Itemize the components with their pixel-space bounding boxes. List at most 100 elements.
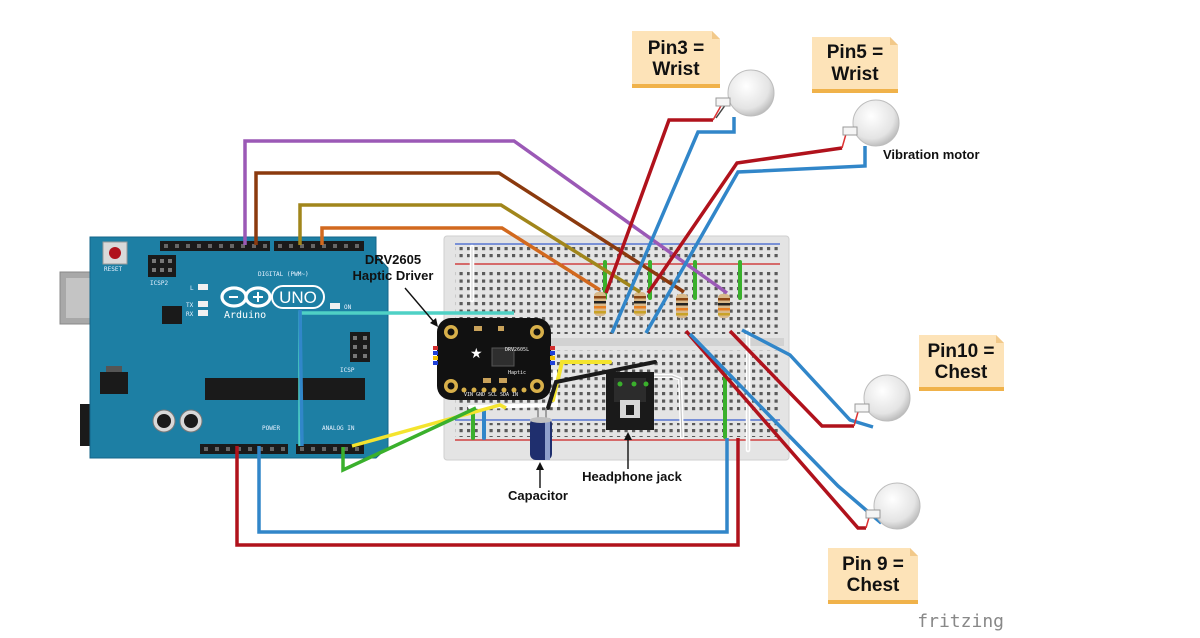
arduino-logo-icon bbox=[220, 286, 272, 308]
breakout-pin bbox=[501, 387, 507, 393]
wire-motor3-red bbox=[728, 329, 854, 428]
wire-motor3-blue bbox=[741, 328, 874, 429]
header-pin bbox=[311, 447, 315, 451]
vibration-motor-label: Vibration motor bbox=[883, 147, 980, 162]
header-pin bbox=[344, 244, 348, 248]
resistor-3 bbox=[676, 292, 688, 320]
arduino-brand-text: Arduino bbox=[224, 310, 266, 321]
header-pin bbox=[237, 447, 241, 451]
icsp-label: ICSP bbox=[340, 367, 355, 374]
header-pin bbox=[204, 447, 208, 451]
headphone-jack bbox=[606, 372, 654, 430]
wire-motor2-red bbox=[646, 146, 843, 294]
header-pin bbox=[300, 447, 304, 451]
header-pin bbox=[278, 244, 282, 248]
icsp2-label: ICSP2 bbox=[150, 280, 168, 287]
power-label: POWER bbox=[262, 425, 280, 432]
uno-logo-text: UNO bbox=[279, 288, 317, 307]
header-pin bbox=[333, 244, 337, 248]
driver-label-line2: Haptic Driver bbox=[353, 268, 434, 283]
header-pin bbox=[355, 447, 359, 451]
on-label: ON bbox=[344, 304, 352, 311]
resistor-1 bbox=[594, 290, 606, 318]
header-pin bbox=[197, 244, 201, 248]
svg-text:Chest: Chest bbox=[847, 575, 900, 596]
digital-header-left bbox=[160, 241, 270, 251]
wire-pin5-olive bbox=[298, 203, 641, 294]
wire-gnd-blue bbox=[257, 438, 729, 534]
header-pin bbox=[322, 244, 326, 248]
header-pin bbox=[259, 447, 263, 451]
header-pin bbox=[248, 447, 252, 451]
header-pin bbox=[186, 244, 190, 248]
breakout-pin bbox=[521, 387, 527, 393]
header-pin bbox=[322, 447, 326, 451]
resistor-4 bbox=[718, 292, 730, 320]
breakout-chip-label: DRV2605L bbox=[505, 347, 529, 353]
driver-label-line1: DRV2605 bbox=[365, 252, 421, 267]
pin-gnd: GND bbox=[476, 392, 485, 398]
wire-motor4-red bbox=[684, 329, 866, 530]
breakout-pin bbox=[511, 387, 517, 393]
resistor-2 bbox=[634, 290, 646, 318]
breakout-sub-label: Haptic bbox=[508, 370, 526, 376]
resistors bbox=[594, 290, 730, 320]
analog-label: ANALOG IN bbox=[322, 425, 355, 432]
header-pin bbox=[333, 447, 337, 451]
capacitor bbox=[530, 408, 552, 460]
header-pin bbox=[241, 244, 245, 248]
svg-text:Pin5 =: Pin5 = bbox=[827, 42, 884, 63]
svg-text:Wrist: Wrist bbox=[831, 64, 879, 85]
rx-label: RX bbox=[186, 311, 194, 318]
breakout-pin bbox=[481, 387, 487, 393]
header-pin bbox=[226, 447, 230, 451]
header-pin bbox=[252, 244, 256, 248]
digital-label: DIGITAL (PWM~) bbox=[258, 271, 309, 278]
note-pin10-chest: Pin10 = Chest bbox=[919, 335, 1004, 391]
analog-header bbox=[296, 444, 364, 454]
breakout-pin bbox=[461, 387, 467, 393]
header-pin bbox=[215, 447, 219, 451]
reset-label: RESET bbox=[104, 266, 122, 273]
header-pin bbox=[219, 244, 223, 248]
breakout-pin bbox=[491, 387, 497, 393]
pin-scl: SCL bbox=[488, 392, 497, 398]
wire-pin11-purple bbox=[243, 139, 729, 295]
wire-pin3-orange bbox=[320, 226, 601, 292]
header-pin bbox=[164, 244, 168, 248]
vibration-motor-1 bbox=[712, 69, 775, 121]
wire-pin10-brown bbox=[254, 171, 685, 294]
svg-text:Wrist: Wrist bbox=[652, 59, 700, 80]
header-pin bbox=[208, 244, 212, 248]
svg-text:Chest: Chest bbox=[935, 362, 988, 383]
capacitor-label: Capacitor bbox=[508, 488, 568, 503]
capacitor-arrow bbox=[536, 462, 544, 488]
header-pin bbox=[289, 244, 293, 248]
headphone-jack-label: Headphone jack bbox=[582, 469, 682, 484]
wire-a4-yellow bbox=[351, 403, 507, 448]
header-pin bbox=[270, 447, 274, 451]
wire-a5-green bbox=[341, 406, 477, 473]
pin-sda: SDA bbox=[500, 392, 509, 398]
vibration-motor-3 bbox=[853, 374, 911, 427]
headphone-arrow bbox=[624, 432, 632, 469]
wire-motor1-red bbox=[604, 118, 713, 294]
svg-text:Pin 9 =: Pin 9 = bbox=[842, 554, 904, 575]
pin-in: IN bbox=[512, 392, 518, 398]
header-pin bbox=[311, 244, 315, 248]
header-pin bbox=[175, 244, 179, 248]
header-pin bbox=[355, 244, 359, 248]
header-pin bbox=[263, 244, 267, 248]
header-pin bbox=[281, 447, 285, 451]
driver-arrow bbox=[404, 287, 438, 327]
vibration-motor-4 bbox=[865, 482, 921, 530]
tx-label: TX bbox=[186, 302, 194, 309]
led-l-label: L bbox=[190, 285, 194, 292]
pin-vin: VIN bbox=[464, 392, 473, 398]
wire-5v-red bbox=[235, 438, 740, 547]
header-pin bbox=[230, 244, 234, 248]
note-pin9-chest: Pin 9 = Chest bbox=[828, 548, 918, 604]
note-pin5-wrist: Pin5 = Wrist bbox=[812, 37, 898, 93]
breakout-pin bbox=[471, 387, 477, 393]
